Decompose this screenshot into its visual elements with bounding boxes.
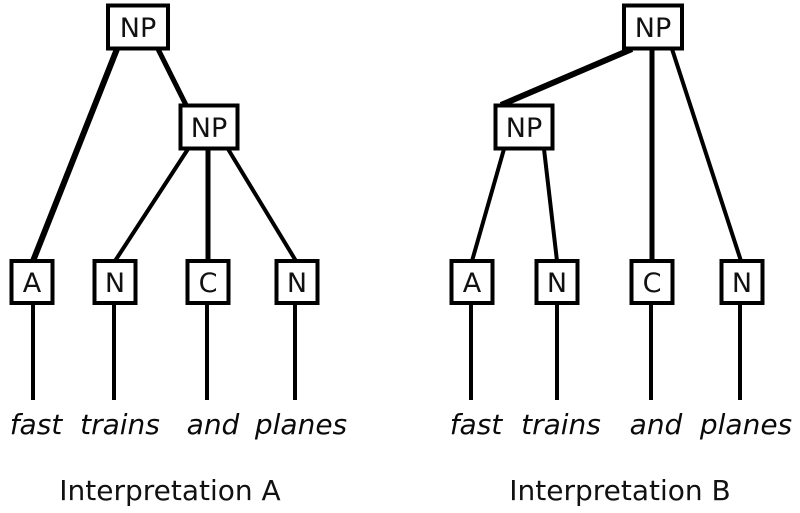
node-label-b-pos-a: A (463, 268, 482, 299)
node-label-a-np-root: NP (120, 13, 156, 44)
tree-node-b-pos-n1[interactable]: N (534, 259, 580, 305)
node-label-a-pos-a: A (23, 268, 42, 299)
node-label-b-np-inner: NP (506, 113, 542, 144)
node-box-a-pos-a[interactable] (9, 259, 55, 305)
word-a-word-trains: trains (80, 408, 160, 441)
tree-node-b-np-inner[interactable]: NP (493, 103, 555, 151)
node-box-a-pos-n2[interactable] (274, 259, 320, 305)
tree-node-b-np-root[interactable]: NP (622, 3, 684, 51)
word-b-word-and: and (630, 408, 683, 441)
node-box-a-pos-n1[interactable] (92, 259, 138, 305)
node-label-a-pos-n2: N (287, 268, 307, 299)
caption-interpretation-a: Interpretation A (59, 474, 280, 507)
tree-edge-b-np-root-to-b-np-inner (499, 46, 634, 108)
tree-node-a-np-root[interactable]: NP (106, 3, 170, 51)
tree-edge-a-np-root-to-a-np-inner (155, 47, 189, 107)
tree-edge-a-np-inner-to-a-pos-n2 (226, 147, 298, 263)
word-b-word-fast: fast (450, 408, 504, 441)
node-box-a-np-inner[interactable] (178, 103, 240, 151)
tree-edge-b-np-root-to-b-pos-n2 (670, 48, 743, 262)
word-a-word-fast: fast (10, 408, 64, 441)
node-box-b-pos-a[interactable] (449, 259, 495, 305)
word-b-word-planes: planes (699, 408, 792, 441)
node-box-a-np-root[interactable] (106, 3, 170, 51)
word-a-word-and: and (187, 408, 240, 441)
word-a-word-planes: planes (254, 408, 347, 441)
node-label-b-pos-c: C (643, 268, 662, 299)
node-label-a-pos-n1: N (105, 268, 125, 299)
node-label-b-pos-n2: N (732, 268, 752, 299)
node-label-b-pos-n1: N (547, 268, 567, 299)
node-label-a-pos-c: C (199, 268, 218, 299)
node-box-b-pos-c[interactable] (629, 259, 675, 305)
tree-node-a-pos-n1[interactable]: N (92, 259, 138, 305)
tree-node-b-pos-c[interactable]: C (629, 259, 675, 305)
tree-edge-b-np-inner-to-b-pos-a (470, 148, 506, 262)
node-box-b-pos-n2[interactable] (719, 259, 765, 305)
tree-node-a-pos-n2[interactable]: N (274, 259, 320, 305)
node-box-a-pos-c[interactable] (185, 259, 231, 305)
word-b-word-trains: trains (521, 408, 601, 441)
caption-interpretation-b: Interpretation B (509, 474, 731, 507)
tree-node-a-np-inner[interactable]: NP (178, 103, 240, 151)
tree-node-b-pos-n2[interactable]: N (719, 259, 765, 305)
node-label-b-np-root: NP (635, 13, 671, 44)
tree-node-b-pos-a[interactable]: A (449, 259, 495, 305)
tree-edge-b-np-inner-to-b-pos-n1 (542, 148, 559, 262)
tree-node-a-pos-c[interactable]: C (185, 259, 231, 305)
node-box-b-np-root[interactable] (622, 3, 684, 51)
tree-edge-a-np-inner-to-a-pos-n1 (113, 147, 190, 263)
node-label-a-np-inner: NP (191, 113, 227, 144)
node-box-b-np-inner[interactable] (493, 103, 555, 151)
tree-node-a-pos-a[interactable]: A (9, 259, 55, 305)
tree-edge-a-np-root-to-a-pos-a (30, 47, 120, 263)
node-box-b-pos-n1[interactable] (534, 259, 580, 305)
